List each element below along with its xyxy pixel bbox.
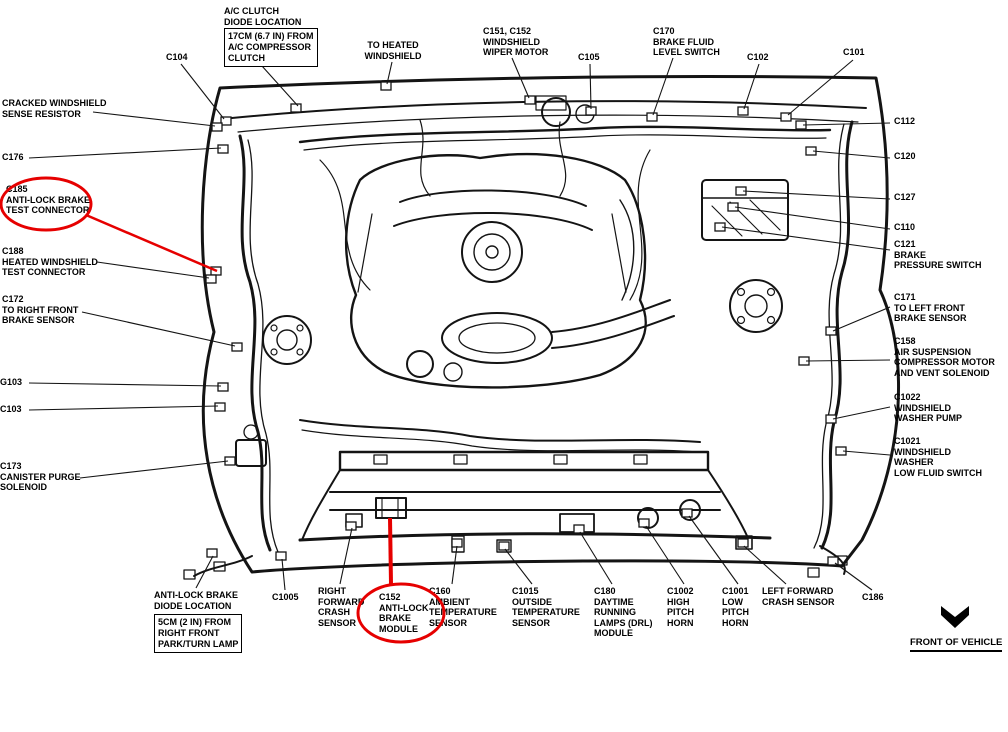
callout-anti-lock-brake-diode-location: ANTI-LOCK BRAKE DIODE LOCATION (154, 590, 238, 611)
connector-markers (205, 81, 847, 566)
callout-c105: C105 (578, 52, 600, 62)
callout-c1021-washer-low-fluid-switch: C1021 WINDSHIELD WASHER LOW FLUID SWITCH (894, 436, 982, 478)
callout-c101: C101 (843, 47, 865, 57)
callout-c152-anti-lock-brake-module: C152 ANTI-LOCK BRAKE MODULE (379, 592, 429, 634)
front-of-vehicle-arrow-icon (941, 606, 969, 628)
callout-c185-anti-lock-brake-test-connector: C185 ANTI-LOCK BRAKE TEST CONNECTOR (6, 184, 90, 216)
callout-c1022-windshield-washer-pump: C1022 WINDSHIELD WASHER PUMP (894, 392, 963, 424)
front-of-vehicle-label: FRONT OF VEHICLE (910, 637, 1003, 652)
callout-c1005: C1005 (272, 592, 299, 602)
callout-g103: G103 (0, 377, 23, 387)
callout-c176: C176 (2, 152, 24, 162)
callout-c171-left-front-brake-sensor: C171 TO LEFT FRONT BRAKE SENSOR (894, 292, 967, 324)
callout-c112: C112 (894, 116, 916, 126)
callout-c158-air-suspension: C158 AIR SUSPENSION COMPRESSOR MOTOR AND… (894, 336, 995, 378)
callout-anti-lock-brake-diode-distance-box: 5CM (2 IN) FROM RIGHT FRONT PARK/TURN LA… (154, 614, 243, 653)
callout-c104: C104 (166, 52, 188, 62)
callout-c151-c152-wiper-motor: C151, C152 WINDSHIELD WIPER MOTOR (483, 26, 549, 58)
leader-lines (28, 57, 891, 591)
callout-c1002-high-pitch-horn: C1002 HIGH PITCH HORN (667, 586, 694, 628)
callout-c180-drl-module: C180 DAYTIME RUNNING LAMPS (DRL) MODULE (594, 586, 653, 639)
callout-c103: C103 (0, 404, 22, 414)
callout-to-heated-windshield: TO HEATED WINDSHIELD (364, 40, 422, 61)
engine-bay-line-art (183, 74, 900, 580)
callout-left-forward-crash-sensor: LEFT FORWARD CRASH SENSOR (762, 586, 835, 607)
callout-c110: C110 (894, 222, 916, 232)
callout-c186: C186 (862, 592, 884, 602)
callout-c172-right-front-brake-sensor: C172 TO RIGHT FRONT BRAKE SENSOR (2, 294, 79, 326)
callout-ac-clutch-diode-location: A/C CLUTCH DIODE LOCATION (224, 6, 302, 27)
callout-c1015-outside-temperature-sensor: C1015 OUTSIDE TEMPERATURE SENSOR (512, 586, 580, 628)
callout-right-forward-crash-sensor: RIGHT FORWARD CRASH SENSOR (318, 586, 365, 628)
callout-c173-canister-purge-solenoid: C173 CANISTER PURGE SOLENOID (0, 461, 81, 493)
callout-c1001-low-pitch-horn: C1001 LOW PITCH HORN (722, 586, 749, 628)
callout-cracked-windshield-sense-resistor: CRACKED WINDSHIELD SENSE RESISTOR (2, 98, 107, 119)
callout-c120: C120 (894, 151, 916, 161)
callout-c170-brake-fluid-level-switch: C170 BRAKE FLUID LEVEL SWITCH (653, 26, 720, 58)
callout-ac-clutch-diode-distance-box: 17CM (6.7 IN) FROM A/C COMPRESSOR CLUTCH (224, 28, 318, 67)
callout-c188-heated-windshield-test-connector: C188 HEATED WINDSHIELD TEST CONNECTOR (2, 246, 98, 278)
callout-c160-ambient-temperature-sensor: C160 AMBIENT TEMPERATURE SENSOR (429, 586, 497, 628)
callout-c121-brake-pressure-switch: C121 BRAKE PRESSURE SWITCH (894, 239, 982, 271)
callout-c102: C102 (747, 52, 769, 62)
callout-c127: C127 (894, 192, 916, 202)
